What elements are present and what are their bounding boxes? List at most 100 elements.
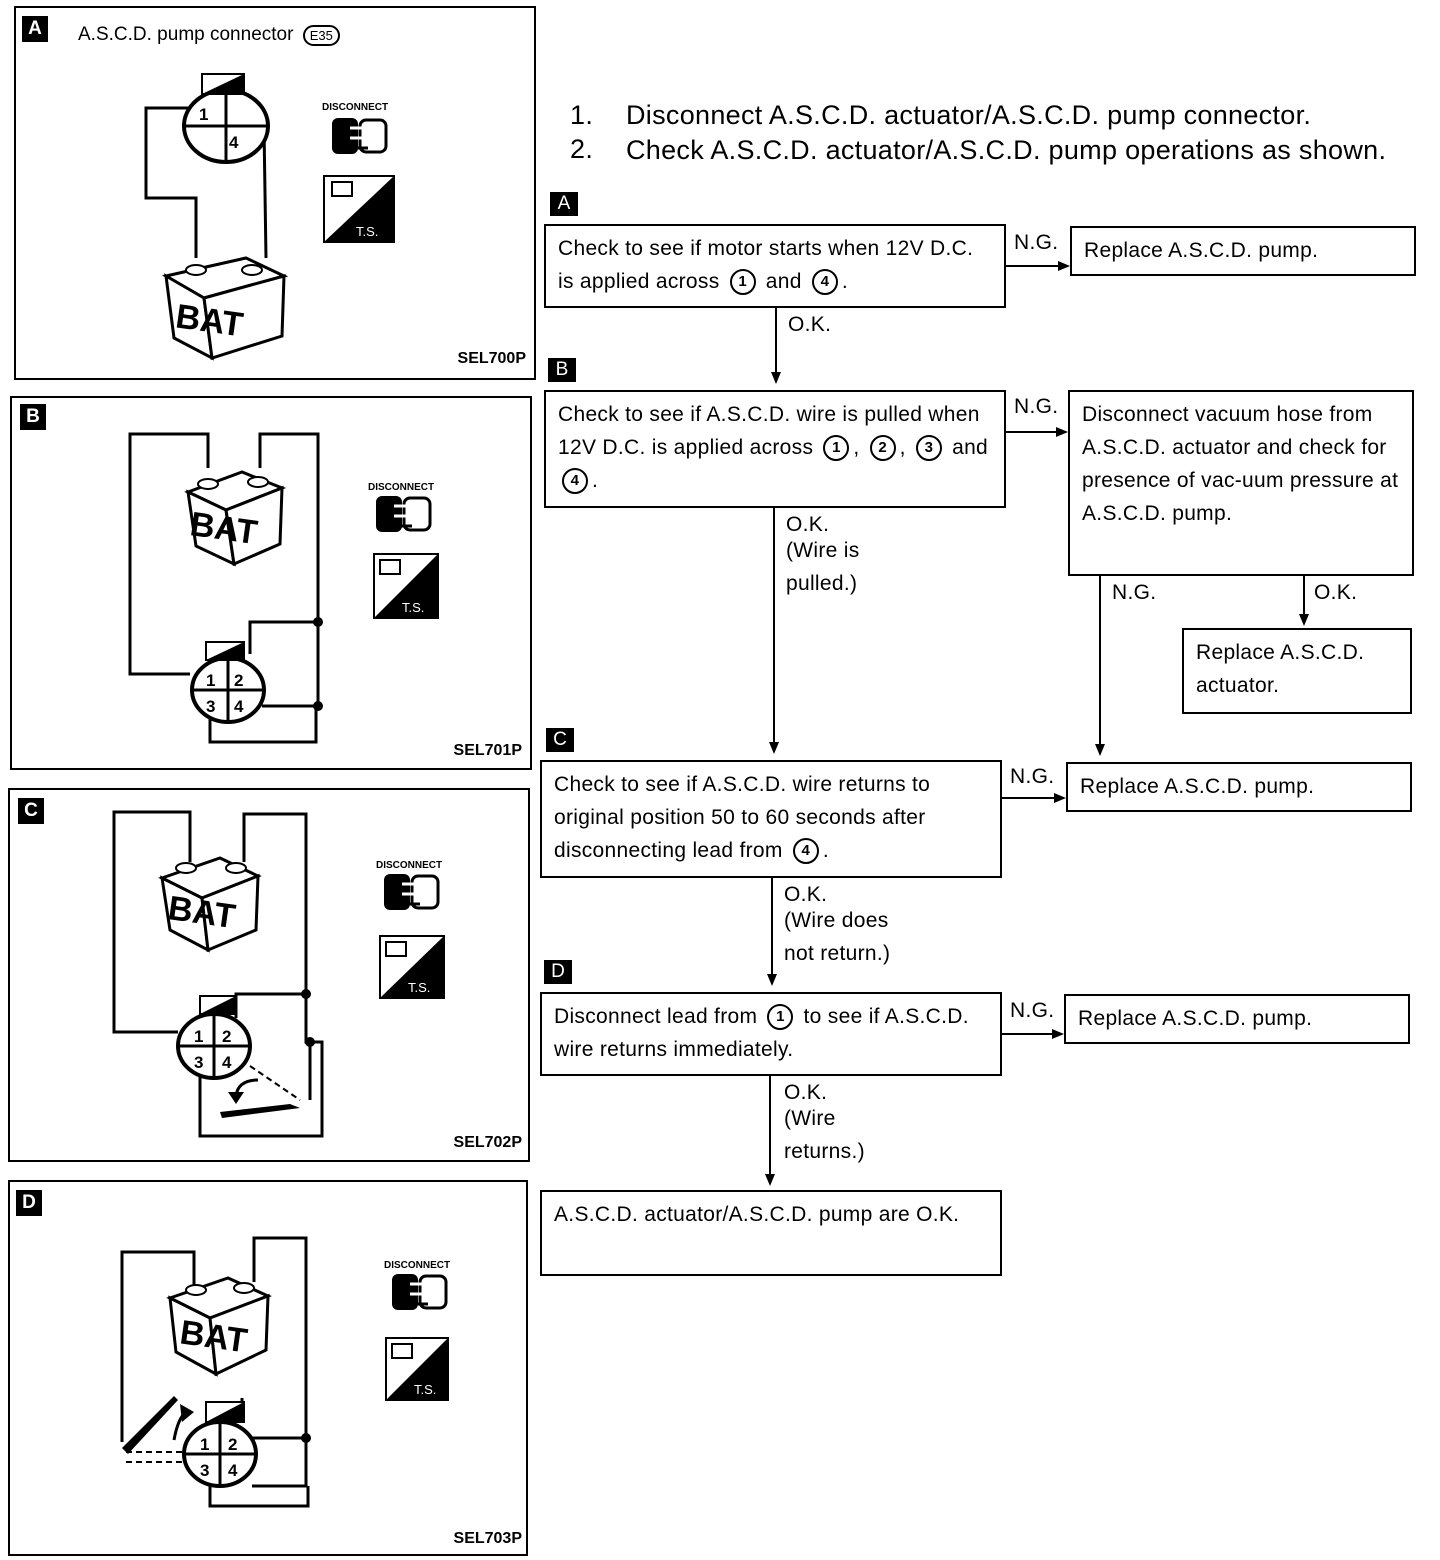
ok-label: O.K. <box>784 883 828 906</box>
pin-marker: 4 <box>811 269 838 296</box>
check-a-box: Check to see if motor starts when 12V D.… <box>544 224 1006 308</box>
replace-pump-a-box: Replace A.S.C.D. pump. <box>1070 226 1416 276</box>
panel-b: B BAT 1 2 3 4 DISCONNECT <box>10 396 532 770</box>
figure-ref: SEL703P <box>453 1530 522 1547</box>
battery-icon: BAT <box>166 1276 272 1377</box>
vacuum-check-box: Disconnect vacuum hose from A.S.C.D. act… <box>1068 390 1414 576</box>
step-tag-d: D <box>544 960 572 984</box>
disconnect-label: DISCONNECT <box>376 860 442 871</box>
check-c-box: Check to see if A.S.C.D. wire returns to… <box>540 760 1002 878</box>
disconnect-icon <box>376 496 432 532</box>
panel-tag: C <box>18 798 44 824</box>
ok-note: (Wire returns.) <box>784 1107 865 1163</box>
panel-title: A.S.C.D. pump connector E35 <box>78 24 340 46</box>
pin-marker: 2 <box>869 435 896 462</box>
ng-label: N.G. <box>1010 999 1055 1022</box>
step-tag-b: B <box>548 358 576 382</box>
pin-label: 3 <box>206 697 215 716</box>
troubleshoot-icon: T.S. <box>379 935 445 999</box>
pin-label: 3 <box>200 1461 209 1480</box>
check-text: and <box>765 270 802 293</box>
wiring-diagram: BAT 1 2 3 4 DISCONNECT T.S. <box>120 1236 450 1508</box>
wiring-diagram: BAT 1 2 3 4 DISCONNECT T.S. <box>128 432 439 744</box>
step-text: Check A.S.C.D. actuator/A.S.C.D. pump op… <box>626 135 1387 165</box>
battery-label: BAT <box>166 889 238 936</box>
pin-label: 4 <box>228 1461 238 1480</box>
step-tag-c: C <box>546 728 574 752</box>
ok-note: (Wire is pulled.) <box>786 539 860 595</box>
ng-label: N.G. <box>1014 231 1059 254</box>
check-text: . <box>592 469 599 492</box>
pin-label: 3 <box>194 1053 203 1072</box>
ng-label: N.G. <box>1010 765 1055 788</box>
pin-marker: 4 <box>792 838 819 865</box>
final-ok-box: A.S.C.D. actuator/A.S.C.D. pump are O.K. <box>540 1190 1002 1276</box>
pin-label: 2 <box>228 1435 237 1454</box>
check-text: Disconnect lead from <box>554 1005 758 1028</box>
check-text: Check to see if A.S.C.D. wire returns to… <box>554 773 931 862</box>
check-text: and <box>952 436 989 459</box>
battery-icon: BAT <box>161 256 289 361</box>
wiring-diagram: BAT 1 2 3 4 DISCONNECT T.S. <box>112 810 445 1138</box>
connector-label: A.S.C.D. pump connector <box>78 24 294 45</box>
panel-tag: B <box>20 404 46 430</box>
panel-c: C BAT 1 2 3 4 DISCONNECT <box>8 788 530 1162</box>
check-text: to see if A.S.C.D. wire returns immediat… <box>554 1005 969 1061</box>
disconnect-icon <box>384 874 440 910</box>
step-text: Disconnect A.S.C.D. actuator/A.S.C.D. pu… <box>626 100 1312 130</box>
disconnect-label: DISCONNECT <box>368 482 434 493</box>
troubleshoot-icon: T.S. <box>323 175 395 243</box>
disconnect-icon <box>392 1274 448 1310</box>
pin-marker: 1 <box>823 435 850 462</box>
figure-ref: SEL700P <box>457 350 526 367</box>
replace-pump-c-box: Replace A.S.C.D. pump. <box>1066 762 1412 812</box>
battery-icon: BAT <box>158 856 262 953</box>
check-text: . <box>841 270 849 293</box>
pin-label: 1 <box>194 1027 203 1046</box>
battery-label: BAT <box>173 297 245 344</box>
replace-pump-d-box: Replace A.S.C.D. pump. <box>1064 994 1410 1044</box>
battery-label: BAT <box>178 1313 250 1360</box>
pin-label: 1 <box>206 671 215 690</box>
figure-ref: SEL701P <box>453 742 522 759</box>
connector-badge: E35 <box>302 25 340 46</box>
ok-note: (Wire does not return.) <box>784 909 891 965</box>
pin-label: 4 <box>229 133 239 152</box>
svg-text:T.S.: T.S. <box>408 980 430 995</box>
panel-tag: A <box>22 16 48 42</box>
ok-label: O.K. <box>1314 581 1358 604</box>
pin-label: 4 <box>234 697 244 716</box>
step-tag-a: A <box>550 192 578 216</box>
ok-label: O.K. <box>788 313 832 336</box>
svg-text:T.S.: T.S. <box>356 224 378 239</box>
ng-label: N.G. <box>1112 581 1157 604</box>
pin-label: 1 <box>200 1435 209 1454</box>
battery-label: BAT <box>188 505 260 552</box>
troubleshoot-icon: T.S. <box>373 553 439 619</box>
pin-marker: 1 <box>767 1004 794 1031</box>
disconnect-label: DISCONNECT <box>384 1260 450 1271</box>
pin-marker: 3 <box>915 435 942 462</box>
check-d-box: Disconnect lead from 1 to see if A.S.C.D… <box>540 992 1002 1076</box>
ok-label: O.K. <box>786 513 830 536</box>
svg-text:T.S.: T.S. <box>402 600 424 615</box>
battery-icon: BAT <box>184 470 287 567</box>
step-number: 1. <box>570 100 594 130</box>
check-text: Check to see if A.S.C.D. wire is pulled … <box>558 403 980 459</box>
panel-tag: D <box>16 1190 42 1216</box>
figure-ref: SEL702P <box>453 1134 522 1151</box>
pin-label: 1 <box>199 105 208 124</box>
step-number: 2. <box>570 134 594 164</box>
check-text: . <box>822 839 829 862</box>
check-text: Check to see if motor starts when 12V D.… <box>558 237 974 293</box>
ng-label: N.G. <box>1014 395 1059 418</box>
pin-marker: 4 <box>562 468 588 495</box>
pin-label: 2 <box>222 1027 231 1046</box>
pin-label: 2 <box>234 671 243 690</box>
check-b-box: Check to see if A.S.C.D. wire is pulled … <box>544 390 1006 508</box>
pin-label: 4 <box>222 1053 232 1072</box>
ok-label: O.K. <box>784 1081 828 1104</box>
panel-a: A A.S.C.D. pump connector E35 1 4 BAT DI… <box>14 6 536 380</box>
step-1: 1. Disconnect A.S.C.D. actuator/A.S.C.D.… <box>570 100 1430 134</box>
